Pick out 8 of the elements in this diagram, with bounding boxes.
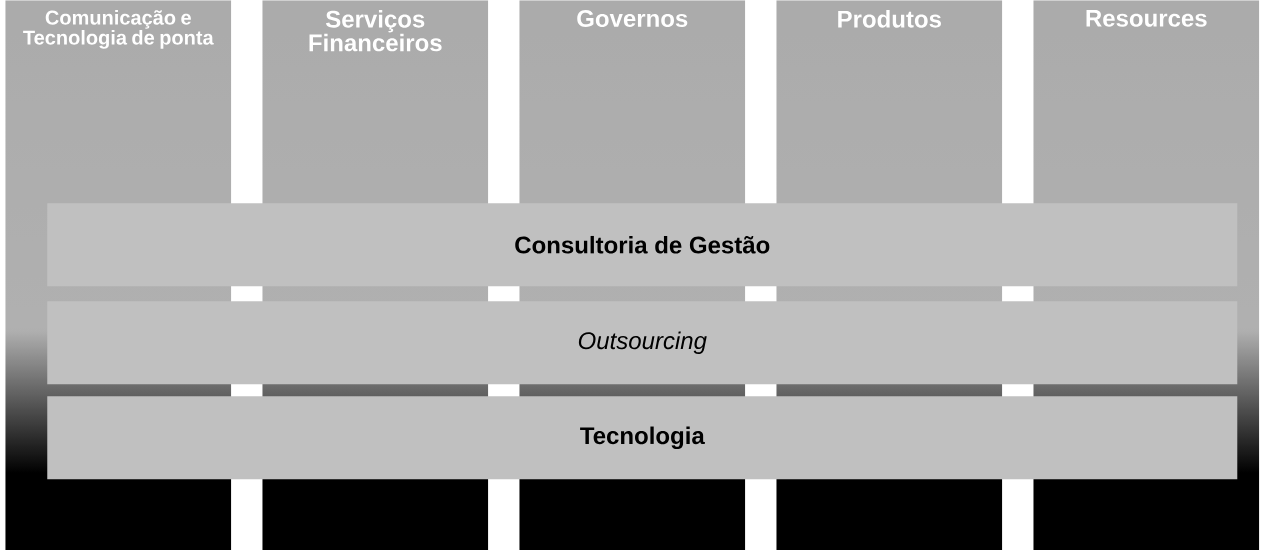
band: Outsourcing: [47, 301, 1238, 385]
column: Resources: [1086, 10, 1207, 27]
column: Produtos: [838, 10, 941, 28]
column: Serviços Financeiros: [309, 10, 442, 52]
column: Comunicação e Tecnologia de ponta: [23, 10, 214, 49]
band: Consultoria de Gestão: [47, 203, 1238, 287]
column: Governos: [577, 10, 688, 28]
band: Tecnologia: [47, 396, 1238, 480]
